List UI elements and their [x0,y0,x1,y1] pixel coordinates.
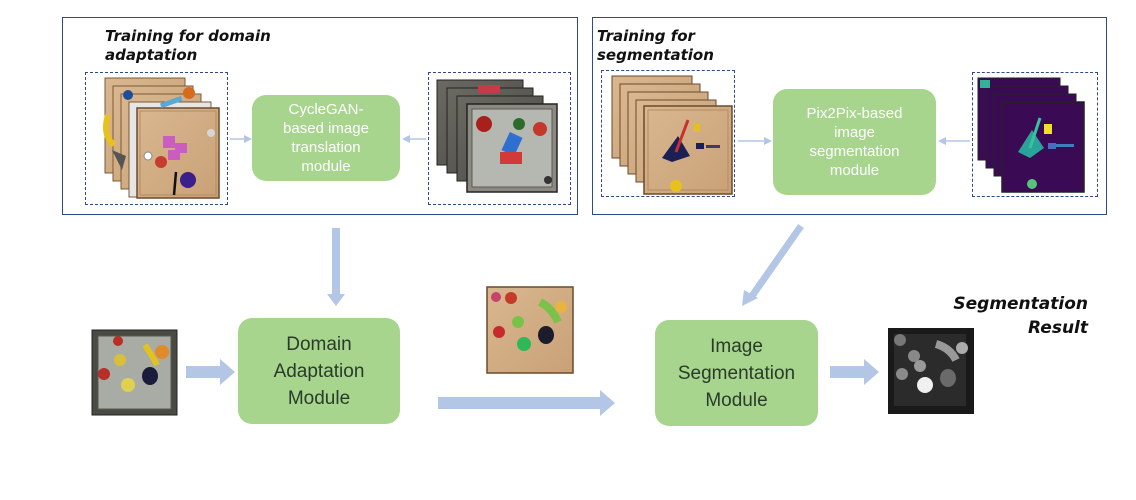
segmentation-result-image [888,328,974,414]
sim-training-images-box [601,70,735,197]
real-image-stack [436,79,558,193]
translated-image [486,286,574,374]
seg-label-images-box [972,72,1098,197]
input-real-image [91,329,178,416]
segmentation-result-title: Segmentation Result [953,294,1088,338]
sim-training-stack [611,75,733,195]
cyclegan-module: CycleGAN- based image translation module [252,95,400,181]
image-segmentation-module: Image Segmentation Module [655,320,818,426]
segmentation-label-stack [977,77,1085,193]
real-images-box [428,72,571,205]
pix2pix-module: Pix2Pix-based image segmentation module [773,89,936,195]
simulated-images-box [85,72,228,205]
domain-training-title: Training for domain adaptation [105,27,271,64]
flow-arrows [186,135,970,416]
segmentation-training-title: Training for segmentation [597,27,714,64]
simulated-image-stack [103,77,220,199]
domain-adaptation-module: Domain Adaptation Module [238,318,400,424]
